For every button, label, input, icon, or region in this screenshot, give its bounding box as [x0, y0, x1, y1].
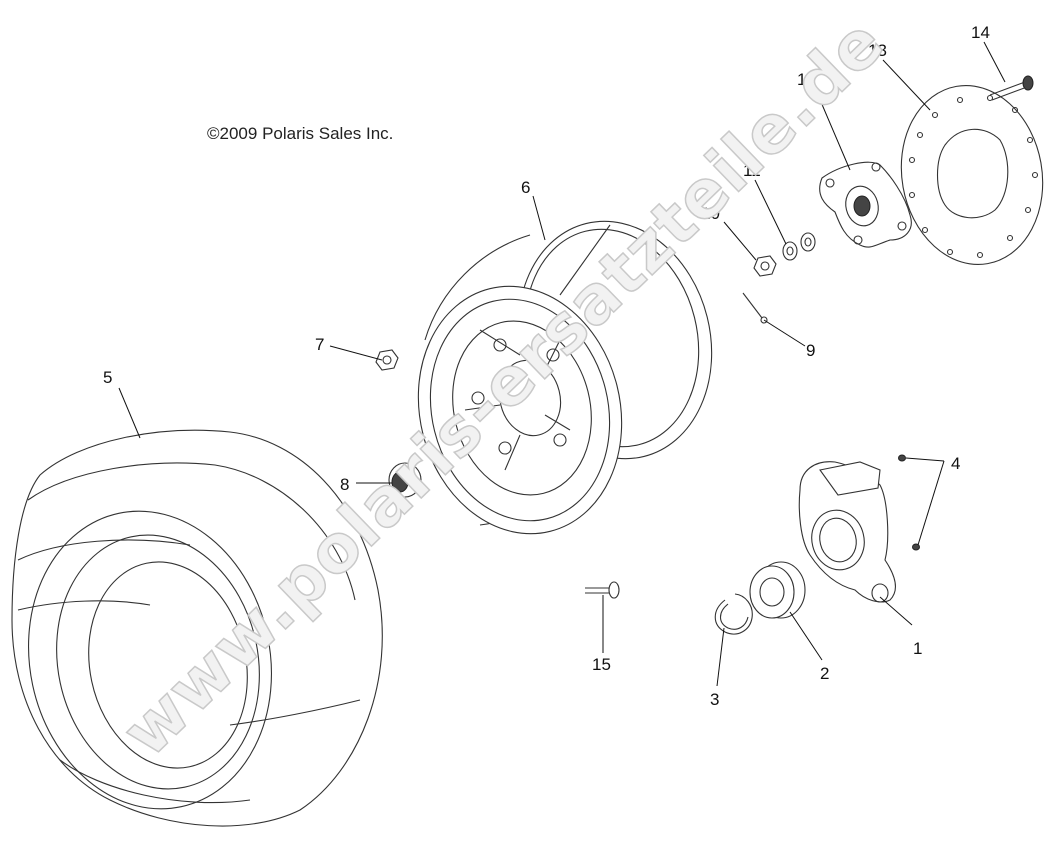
- castle-nut-part-10: [753, 255, 777, 277]
- callout-10: 10: [701, 204, 720, 223]
- leader-lines: [118, 41, 1006, 687]
- callouts: 1 2 3 4 5 6 7 8 9 10 11 12 13 14 15: [103, 23, 990, 709]
- callout-4: 4: [951, 454, 960, 473]
- wheel-rim-part-6: [417, 220, 713, 535]
- snap-ring-part-3: [714, 593, 753, 635]
- callout-6: 6: [521, 178, 530, 197]
- brake-disc-part-13: [900, 84, 1044, 266]
- callout-5: 5: [103, 368, 112, 387]
- tire-part-5: [11, 429, 383, 827]
- bolt-part-14: [989, 75, 1034, 101]
- callout-3: 3: [710, 690, 719, 709]
- copyright-text: ©2009 Polaris Sales Inc.: [207, 124, 394, 143]
- disc-holes: [908, 94, 1039, 259]
- callout-2: 2: [820, 664, 829, 683]
- callout-15: 15: [592, 655, 611, 674]
- callout-8: 8: [340, 475, 349, 494]
- hub-part-12: [819, 161, 912, 248]
- bearing-carrier-part-1: [798, 461, 896, 603]
- callout-11: 11: [743, 161, 761, 180]
- pin-part-15: [585, 581, 620, 599]
- bearing-part-2: [749, 561, 806, 619]
- callout-13: 13: [868, 41, 887, 60]
- lug-nut-part-7: [375, 349, 399, 371]
- watermark-text: www.polaris-ersatzteile.de: [108, 3, 899, 771]
- callout-7: 7: [315, 335, 324, 354]
- cotter-pin-part-9: [742, 292, 768, 324]
- washers-part-11: [782, 232, 816, 261]
- callout-14: 14: [971, 23, 990, 42]
- callout-9: 9: [806, 341, 815, 360]
- nuts-part-4: [898, 454, 920, 551]
- callout-1: 1: [913, 639, 922, 658]
- callout-12: 12: [797, 70, 816, 89]
- plug-part-8: [388, 462, 422, 498]
